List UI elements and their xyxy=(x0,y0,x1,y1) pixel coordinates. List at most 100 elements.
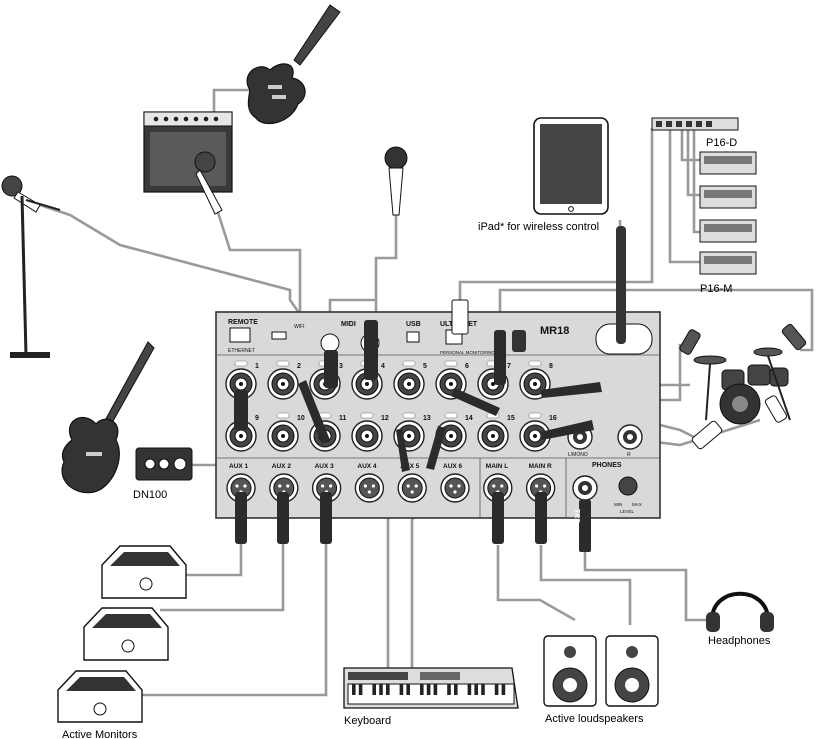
input-10-connector: 10 xyxy=(267,412,305,452)
input-number-label: 3 xyxy=(339,363,343,370)
active-loudspeaker-icon xyxy=(605,635,659,707)
active-loudspeakers-label: Active loudspeakers xyxy=(545,713,644,725)
input-number-label: 11 xyxy=(339,415,347,422)
midi-in-port xyxy=(320,333,340,353)
aux-in-r-jack xyxy=(617,424,643,450)
black-key xyxy=(474,684,478,695)
level-label: LEVEL xyxy=(620,509,635,514)
output-label: AUX 1 xyxy=(229,463,249,470)
mr18-mixer-panel: REMOTE ETHERNET WIFI MIDI USB ULTRANET P… xyxy=(215,226,661,519)
output-label: AUX 2 xyxy=(272,463,292,470)
active-monitor-icon xyxy=(83,607,169,661)
keyboard-label: Keyboard xyxy=(344,715,391,727)
drum-kit-icon xyxy=(693,347,791,425)
black-key xyxy=(399,684,404,695)
input-number-label: 15 xyxy=(507,415,515,422)
black-key xyxy=(352,684,356,695)
headphones-icon xyxy=(706,591,774,632)
dn100-label: DN100 xyxy=(133,489,167,501)
vocal-microphone-icon xyxy=(384,146,408,216)
drum-microphone-icon xyxy=(764,395,788,423)
antenna-icon xyxy=(616,226,626,344)
mr18-logo: MR18 xyxy=(540,325,569,337)
aux-3-output: AUX 3 xyxy=(311,463,342,503)
black-key xyxy=(420,684,424,695)
level-max-label: MAX xyxy=(632,502,642,507)
input-number-label: 13 xyxy=(423,415,431,422)
ipad-label: iPad* for wireless control xyxy=(478,221,599,233)
active-monitor-icon xyxy=(101,545,187,599)
bass-guitar-icon xyxy=(61,341,155,494)
p16-m-unit-icon xyxy=(699,251,757,275)
drum-microphone-icon xyxy=(679,329,701,355)
aux-2-output: AUX 2 xyxy=(269,463,299,503)
lmono-label: L/MONO xyxy=(568,452,588,458)
black-key xyxy=(379,684,383,695)
usb-port xyxy=(406,331,420,343)
black-key xyxy=(358,684,363,695)
black-key xyxy=(386,684,390,695)
black-key xyxy=(406,684,410,695)
black-key xyxy=(447,684,451,695)
keyboard-icon xyxy=(343,667,519,709)
r-label: R xyxy=(627,452,631,458)
p16-m-unit-icon xyxy=(699,185,757,209)
input-number-label: 9 xyxy=(255,415,259,422)
level-min-label: MIN xyxy=(614,502,622,507)
p16-m-unit-icon xyxy=(699,151,757,175)
p16-m-label: P16-M xyxy=(700,283,732,295)
p16-m-unit-icon xyxy=(699,219,757,243)
aux-output-row: AUX 1 AUX 2 AUX 3 AUX 4 AUX 5 AUX 6 MAIN L MAIN… xyxy=(226,463,556,503)
input-number-label: 4 xyxy=(381,363,385,370)
output-label: AUX 3 xyxy=(315,463,335,470)
power-button xyxy=(512,330,526,352)
black-key xyxy=(372,684,376,695)
input-number-label: 1 xyxy=(255,363,259,370)
input-12-connector: 12 xyxy=(351,412,389,452)
active-monitors-label: Active Monitors xyxy=(62,729,138,739)
output-label: MAIN R xyxy=(529,463,552,470)
input-13-connector: 13 xyxy=(393,412,431,452)
input-16-connector: 16 xyxy=(519,412,557,452)
black-key xyxy=(467,684,472,695)
aux-1-output: AUX 1 xyxy=(226,463,256,503)
main-r-output: MAIN R xyxy=(525,463,556,503)
input-14-connector: 14 xyxy=(435,412,473,452)
input-5-connector: 5 xyxy=(393,360,427,400)
black-key xyxy=(426,684,431,695)
headphones-label: Headphones xyxy=(708,635,771,647)
input-1-connector: 1 xyxy=(225,360,259,400)
trs-label: TRS xyxy=(573,509,580,523)
drum-microphone-icon xyxy=(781,323,807,351)
output-label: MAIN L xyxy=(486,463,508,470)
p16-d-icon xyxy=(651,117,739,131)
input-number-label: 6 xyxy=(465,363,469,370)
input-6-connector: 6 xyxy=(435,360,469,400)
connector-plugs xyxy=(234,299,602,552)
main-l-output: MAIN L xyxy=(483,463,513,503)
black-key xyxy=(433,684,438,695)
input-2-connector: 2 xyxy=(267,360,301,400)
wifi-label: WIFI xyxy=(294,324,305,330)
active-loudspeaker-icon xyxy=(543,635,597,707)
input-number-label: 12 xyxy=(381,415,389,422)
midi-label: MIDI xyxy=(341,321,356,328)
black-key xyxy=(494,684,499,695)
usb-label: USB xyxy=(406,321,421,328)
output-label: AUX 4 xyxy=(357,463,377,470)
ethernet-label: ETHERNET xyxy=(228,348,255,354)
aux-5-output: AUX 5 xyxy=(397,463,427,503)
input-number-label: 7 xyxy=(507,363,511,370)
output-label: AUX 5 xyxy=(400,463,420,470)
phones-label: PHONES xyxy=(592,462,622,469)
ethernet-port xyxy=(229,327,251,343)
input-number-label: 16 xyxy=(549,415,557,422)
aux-6-output: AUX 6 xyxy=(440,463,470,503)
personal-monitoring-label: PERSONAL MONITORING xyxy=(440,350,495,355)
drum-microphone-icon xyxy=(691,420,723,450)
black-key xyxy=(481,684,485,695)
remote-label: REMOTE xyxy=(228,319,258,326)
ipad-icon xyxy=(533,117,609,215)
dn100-di-box-icon xyxy=(135,447,193,481)
